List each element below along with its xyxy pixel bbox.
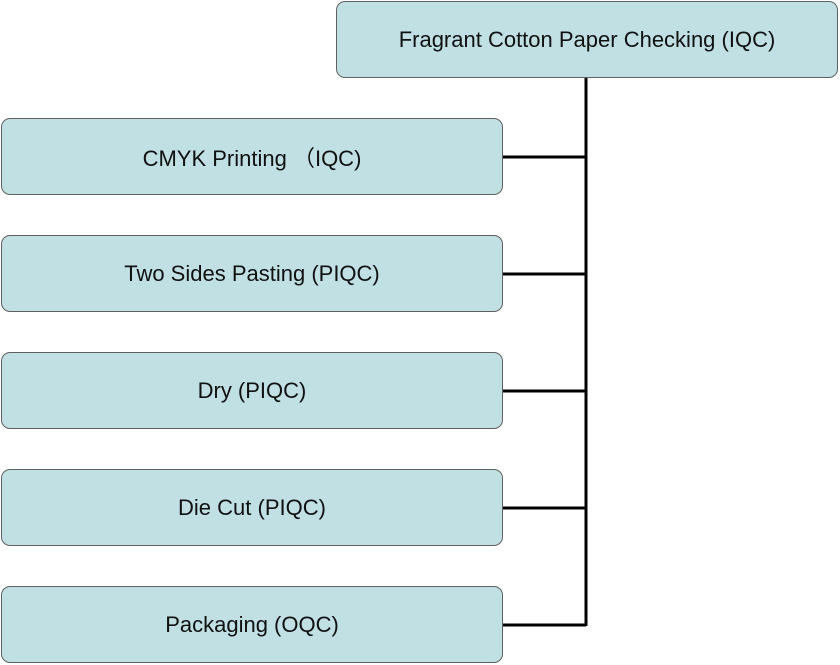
root-node-label: Fragrant Cotton Paper Checking (IQC) [398, 26, 776, 52]
step-node-label: Packaging (OQC) [165, 611, 339, 637]
step-node-two-sides-pasting: Two Sides Pasting (PIQC) [1, 235, 503, 312]
step-node-cmyk-printing: CMYK Printing （IQC) [1, 118, 503, 195]
step-node-dry: Dry (PIQC) [1, 352, 503, 429]
step-node-label: CMYK Printing （IQC) [142, 145, 362, 171]
step-node-label: Two Sides Pasting (PIQC) [124, 260, 380, 286]
step-node-packaging: Packaging (OQC) [1, 586, 503, 663]
step-node-label: Dry (PIQC) [197, 377, 307, 403]
step-node-label: Die Cut (PIQC) [178, 494, 326, 520]
root-node-paper-checking: Fragrant Cotton Paper Checking (IQC) [336, 1, 838, 78]
step-node-die-cut: Die Cut (PIQC) [1, 469, 503, 546]
